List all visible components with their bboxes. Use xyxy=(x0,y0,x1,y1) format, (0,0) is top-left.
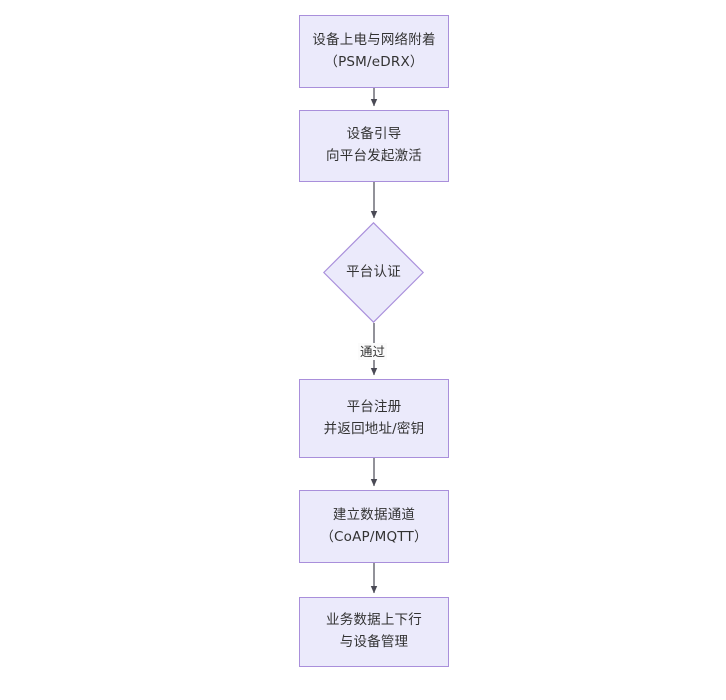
flow-node-platform-register[interactable]: 平台注册 并返回地址/密钥 xyxy=(299,379,449,458)
flow-node-device-bootstrap[interactable]: 设备引导 向平台发起激活 xyxy=(299,110,449,182)
edge-label-pass: 通过 xyxy=(358,343,388,360)
node-label-line1: 设备上电与网络附着 xyxy=(312,31,436,48)
node-label-line2: 并返回地址/密钥 xyxy=(323,420,425,437)
node-label-line1: 设备引导 xyxy=(346,126,402,143)
node-label-line1: 建立数据通道 xyxy=(332,506,416,523)
node-label-line1: 业务数据上下行 xyxy=(326,612,422,629)
flow-node-platform-auth-decision[interactable]: 平台认证 xyxy=(323,222,424,323)
flow-node-business-data-and-device-management[interactable]: 业务数据上下行 与设备管理 xyxy=(299,597,449,667)
diamond-shape-icon xyxy=(323,222,424,323)
node-label-line2: 与设备管理 xyxy=(339,634,409,650)
node-label-line2: （PSM/eDRX） xyxy=(324,53,424,70)
node-label-line2: 向平台发起激活 xyxy=(326,148,422,164)
node-label-line1: 平台注册 xyxy=(346,398,402,415)
node-label-line2: （CoAP/MQTT） xyxy=(320,528,428,545)
flow-node-device-power-on[interactable]: 设备上电与网络附着 （PSM/eDRX） xyxy=(299,15,449,88)
node-label-line1: 平台认证 xyxy=(346,263,401,280)
flow-node-establish-data-channel[interactable]: 建立数据通道 （CoAP/MQTT） xyxy=(299,490,449,563)
